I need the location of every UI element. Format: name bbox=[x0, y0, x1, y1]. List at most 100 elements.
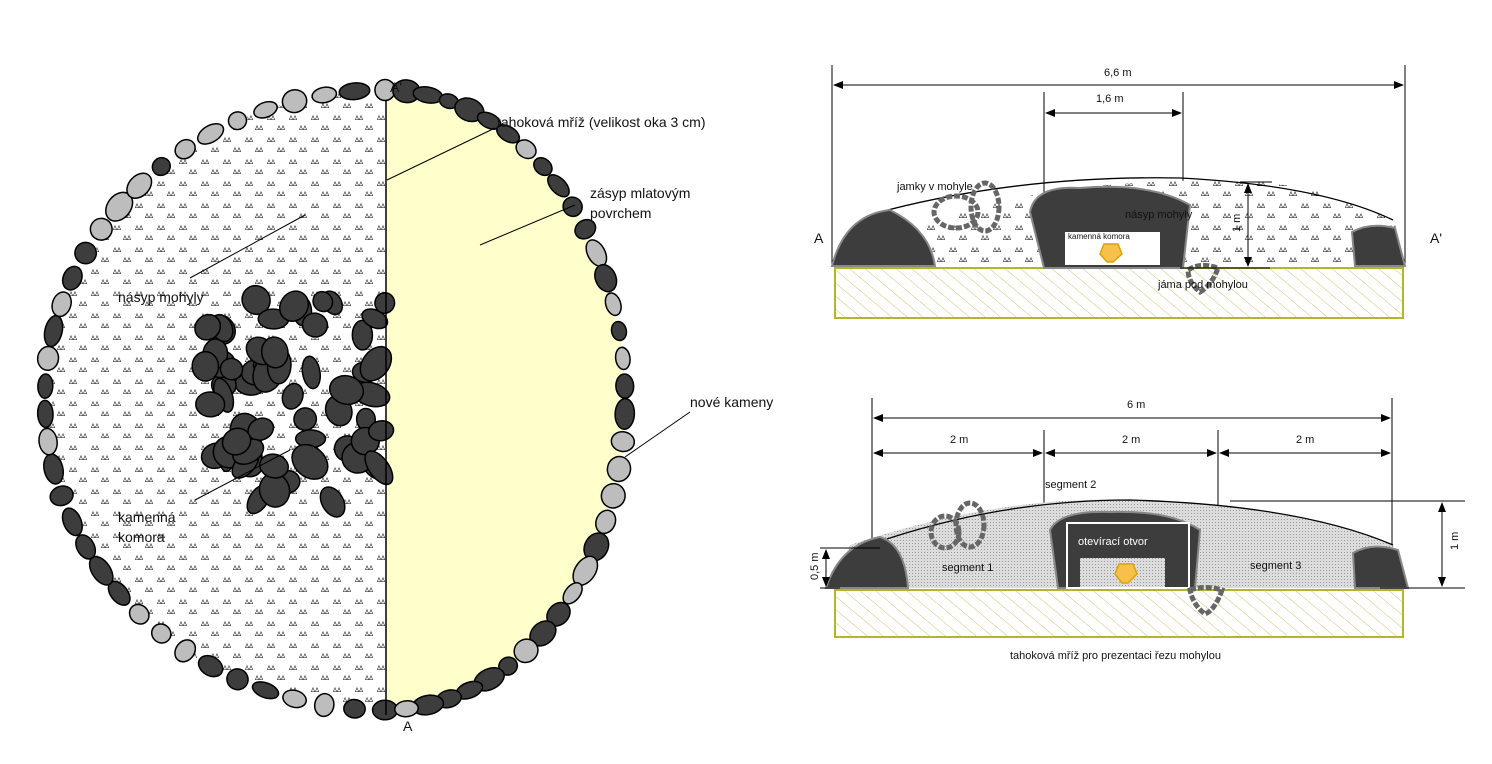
stone bbox=[281, 382, 304, 410]
stone bbox=[227, 111, 248, 131]
pits-label: jamky v mohyle bbox=[896, 181, 973, 193]
stone bbox=[194, 313, 222, 341]
stone bbox=[533, 156, 553, 177]
stone bbox=[51, 291, 72, 318]
dimension-total-label: 6 m bbox=[1127, 399, 1145, 411]
stone bbox=[313, 692, 335, 718]
stone bbox=[328, 374, 365, 406]
stone bbox=[293, 407, 318, 432]
edge-height-label: 0,5 m bbox=[809, 552, 821, 580]
stone bbox=[226, 668, 249, 691]
stone bbox=[74, 241, 98, 265]
segmented-section: 6 m 2 m 2 m 2 m segment 2 otevírací otvo… bbox=[809, 398, 1465, 662]
segment-1-label: segment 1 bbox=[942, 562, 993, 574]
stone bbox=[301, 312, 329, 338]
stone bbox=[253, 100, 278, 119]
plan-view: A' A tahoková mříž (velikost oka 3 cm) z… bbox=[36, 78, 773, 734]
dimension-total-label: 6,6 m bbox=[1104, 67, 1132, 79]
stone bbox=[75, 534, 97, 560]
yellow-fill-half bbox=[386, 90, 625, 710]
stone bbox=[574, 218, 597, 240]
stone bbox=[278, 290, 310, 322]
stone bbox=[614, 346, 631, 371]
stone bbox=[174, 138, 196, 160]
segment-3-label: segment 3 bbox=[1250, 560, 1301, 572]
stone bbox=[374, 292, 396, 314]
stone bbox=[394, 700, 419, 718]
stone bbox=[282, 689, 307, 709]
stone bbox=[221, 427, 252, 456]
fill-label: zásyp mlatovým bbox=[590, 185, 690, 201]
mound-profile bbox=[879, 177, 1394, 221]
stone bbox=[259, 453, 290, 479]
stone bbox=[61, 507, 83, 537]
stone-chamber-plan bbox=[191, 284, 396, 518]
stone bbox=[260, 336, 289, 369]
stone bbox=[338, 82, 371, 101]
new-stones-label: nové kameny bbox=[690, 394, 773, 410]
edge-stones bbox=[1350, 224, 1407, 267]
stone bbox=[615, 373, 635, 399]
stone bbox=[49, 485, 74, 507]
stone bbox=[36, 399, 54, 429]
stone bbox=[600, 482, 626, 509]
pit-in-mound bbox=[968, 180, 1002, 234]
ground bbox=[834, 267, 1404, 319]
stone bbox=[291, 443, 329, 480]
pit-in-mound bbox=[953, 500, 987, 550]
stone bbox=[367, 420, 395, 442]
urn bbox=[1099, 243, 1123, 263]
leader-line bbox=[479, 204, 576, 246]
section-a-a: 6,6 m 1,6 m kamenná komora 1 m jamky v m… bbox=[814, 65, 1442, 319]
stone bbox=[191, 350, 220, 382]
stone bbox=[126, 172, 153, 199]
edge-stones bbox=[830, 208, 937, 267]
stone bbox=[606, 455, 632, 483]
ring-stones bbox=[36, 78, 636, 721]
segment-width-label: 2 m bbox=[950, 434, 968, 446]
stone bbox=[89, 217, 113, 241]
segment-width-label: 2 m bbox=[1296, 434, 1314, 446]
stone bbox=[351, 319, 374, 351]
mesh-label: tahoková mříž (velikost oka 3 cm) bbox=[497, 114, 706, 130]
stone bbox=[281, 88, 308, 114]
chamber-label-2: komora bbox=[118, 529, 165, 545]
stone bbox=[38, 427, 58, 456]
pit-label: jáma pod mohylou bbox=[1157, 279, 1248, 291]
caption: tahoková mříž pro prezentaci řezu mohylo… bbox=[1010, 650, 1221, 662]
stone bbox=[219, 357, 244, 381]
stone bbox=[614, 397, 636, 430]
leader-line bbox=[624, 411, 691, 458]
leader-line bbox=[194, 449, 291, 501]
stone bbox=[562, 196, 583, 218]
ground bbox=[834, 589, 1404, 638]
segment-width-label: 2 m bbox=[1122, 434, 1140, 446]
stone bbox=[196, 122, 225, 145]
stone bbox=[547, 174, 570, 198]
urn bbox=[1114, 563, 1138, 584]
stone bbox=[301, 355, 322, 390]
mound-label: násyp mohyly bbox=[118, 289, 204, 305]
stone bbox=[604, 292, 622, 317]
stone bbox=[515, 139, 537, 160]
stone bbox=[610, 320, 628, 342]
height-label: 1 m bbox=[1449, 532, 1461, 550]
fill-label-2: povrchem bbox=[590, 205, 651, 221]
pit-under-mound bbox=[1187, 585, 1226, 617]
stone bbox=[312, 290, 334, 313]
stone bbox=[37, 373, 54, 399]
dimension-chamber-label: 1,6 m bbox=[1096, 93, 1124, 105]
stone bbox=[496, 124, 521, 144]
stone bbox=[61, 265, 83, 291]
edge-stones bbox=[1351, 545, 1410, 589]
height-label: 1 m bbox=[1231, 214, 1243, 232]
stone bbox=[128, 603, 150, 625]
leader-line bbox=[189, 214, 306, 279]
stone bbox=[150, 623, 172, 644]
label-a-prime: A' bbox=[1430, 230, 1442, 246]
edge-stones bbox=[824, 535, 910, 589]
stone bbox=[513, 638, 539, 664]
stone bbox=[610, 430, 636, 453]
chamber-label: kamenná bbox=[118, 509, 176, 525]
